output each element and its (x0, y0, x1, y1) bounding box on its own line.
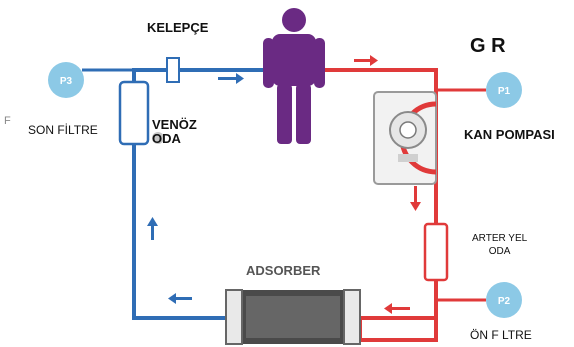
flow-arrow-up (147, 217, 158, 240)
edge-mark-label: F (4, 115, 11, 127)
venous-chamber-label: VENÖZ ODA (152, 117, 197, 146)
flow-arrow-left-red (384, 303, 410, 314)
prefilter-label: ÖN F LTRE (470, 328, 532, 342)
blood-pump-label: KAN POMPASI (464, 127, 555, 142)
arterial-chamber (423, 222, 449, 282)
gauge-p3: P3 (48, 62, 84, 98)
clamp-label: KELEPÇE (147, 20, 209, 35)
svg-text:P1: P1 (498, 86, 511, 97)
svg-text:P3: P3 (60, 76, 73, 87)
venous-line (82, 68, 278, 320)
flow-arrow-right-2 (354, 55, 378, 66)
flow-arrow-down (410, 186, 421, 211)
adsorber-column (225, 289, 361, 345)
patient-icon (263, 8, 325, 144)
venous-chamber-dot (152, 132, 164, 144)
flow-arrow-left-blue (168, 293, 192, 304)
inlet-label: G R (470, 35, 506, 57)
gauge-p1: P1 (486, 72, 522, 108)
blood-pump (373, 91, 437, 185)
clamp (166, 57, 180, 83)
flow-arrow-right-1 (218, 73, 244, 84)
final-filter (118, 80, 150, 146)
gauge-p2: P2 (486, 282, 522, 318)
adsorber-label: ADSORBER (246, 263, 321, 278)
arterial-chamber-label: ARTER YEL ODA (472, 233, 528, 257)
svg-text:P2: P2 (498, 296, 511, 307)
final-filter-label: SON FİLTRE (28, 123, 98, 137)
